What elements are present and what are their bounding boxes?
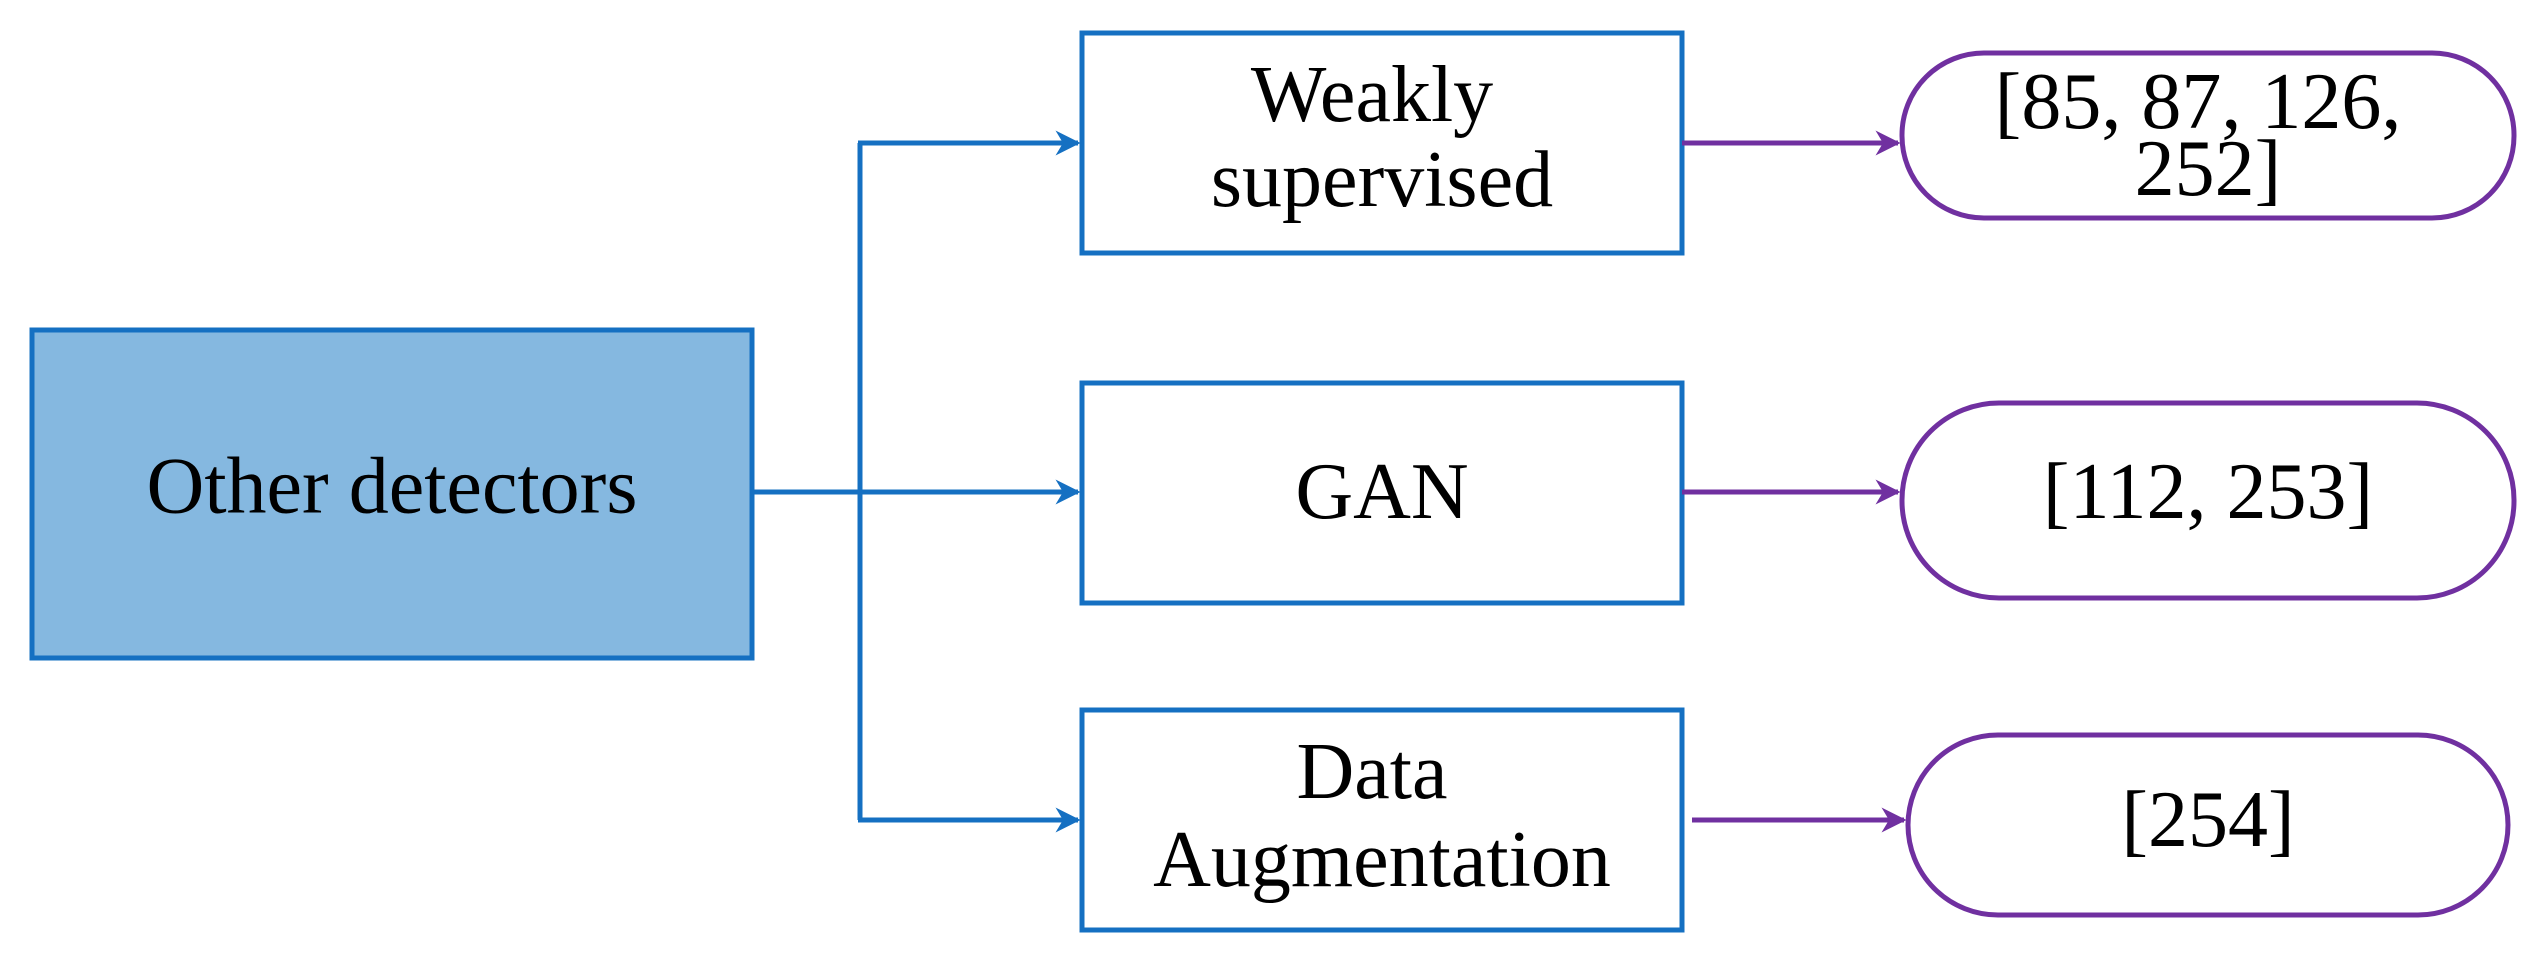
purple-connectors bbox=[1682, 130, 1907, 833]
category-gan: GAN bbox=[1079, 380, 1685, 606]
category-label-weakly-supervised: Weakly supervised bbox=[1211, 51, 1553, 224]
refs-pill-weakly-supervised bbox=[1899, 50, 2517, 221]
refs-text-data-augmentation: [254] bbox=[2121, 776, 2294, 864]
refs-pill-gan bbox=[1899, 400, 2517, 601]
category-label-data-augmentation: Data Augmentation bbox=[1153, 728, 1611, 904]
category-weakly-supervised: Weakly supervised bbox=[1079, 30, 1685, 256]
refs-data-augmentation: [254] bbox=[1905, 732, 2511, 918]
category-box-gan bbox=[1079, 380, 1685, 606]
category-box-weakly-supervised bbox=[1079, 30, 1685, 256]
root-node-label: Other detectors bbox=[147, 442, 638, 530]
root-node-box bbox=[29, 327, 755, 661]
category-data-augmentation: Data Augmentation bbox=[1079, 707, 1685, 933]
blue-connectors bbox=[752, 130, 1081, 833]
refs-text-gan: [112, 253] bbox=[2043, 448, 2373, 536]
root-node: Other detectors bbox=[29, 327, 755, 661]
category-label-gan: GAN bbox=[1295, 448, 1468, 536]
refs-pill-data-augmentation bbox=[1905, 732, 2511, 918]
refs-gan: [112, 253] bbox=[1899, 400, 2517, 601]
refs-weakly-supervised: [85, 87, 126, 252] bbox=[1899, 50, 2517, 221]
category-box-data-augmentation bbox=[1079, 707, 1685, 933]
refs-text-weakly-supervised: [85, 87, 126, 252] bbox=[1995, 58, 2422, 213]
